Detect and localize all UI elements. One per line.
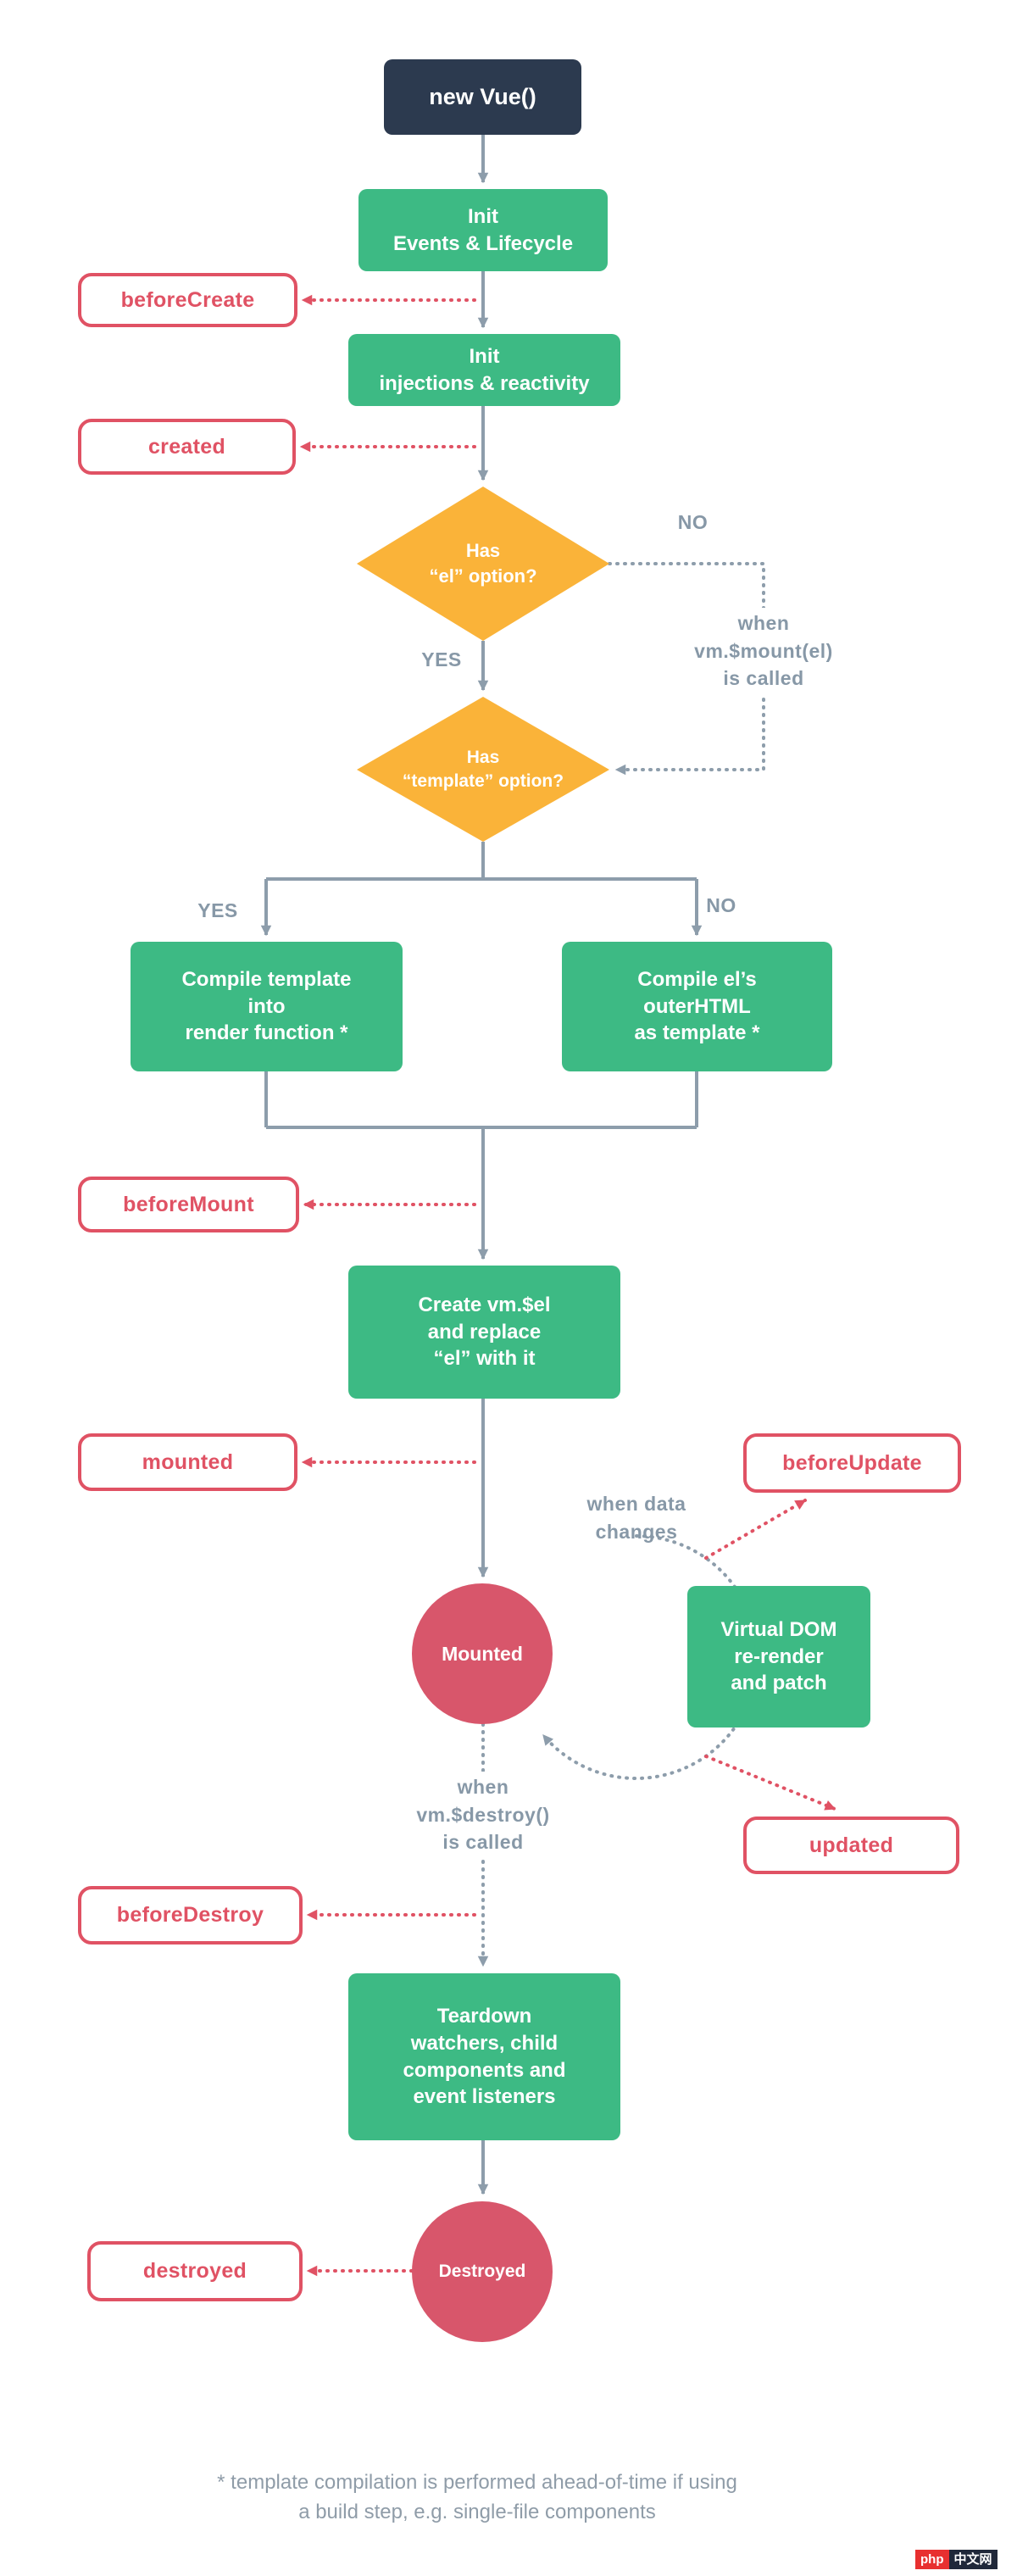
has-el-decision-label: Has “el” option? <box>429 540 537 587</box>
mounted-state-circle: Mounted <box>412 1583 553 1724</box>
yes-template-label: YES <box>197 899 238 921</box>
before-destroy-hook: beforeDestroy <box>78 1886 303 1945</box>
watermark-badge: php 中文网 <box>915 2550 998 2569</box>
when-data-label: when data changes <box>586 1493 686 1543</box>
compile-el-node: Compile el’s outerHTML as template * <box>562 942 832 1071</box>
before-create-hook: beforeCreate <box>78 273 297 327</box>
watermark-right: 中文网 <box>948 2550 998 2569</box>
destroyed-state-circle: Destroyed <box>412 2201 553 2342</box>
has-template-diamond <box>357 697 609 842</box>
destroyed-hook: destroyed <box>87 2241 303 2301</box>
arrow-updated <box>704 1755 836 1811</box>
compile-template-node: Compile template into render function * <box>131 942 403 1071</box>
before-mount-hook: beforeMount <box>78 1177 299 1232</box>
no-el-branch-path <box>608 562 765 776</box>
split-lines <box>266 842 697 881</box>
yes-el-label: YES <box>421 648 462 670</box>
vdom-rerender-node: Virtual DOM re-render and patch <box>687 1586 870 1728</box>
init-injections-node: Init injections & reactivity <box>348 334 620 406</box>
init-events-node: Init Events & Lifecycle <box>358 189 608 271</box>
no-el-label: NO <box>677 511 709 533</box>
before-update-hook: beforeUpdate <box>743 1433 961 1493</box>
mounted-hook: mounted <box>78 1433 297 1491</box>
no-template-label: NO <box>706 894 736 916</box>
has-el-diamond <box>357 487 609 641</box>
merge-lines <box>264 1071 698 1129</box>
new-vue-node: new Vue() <box>384 59 581 135</box>
has-template-decision-label: Has “template” option? <box>402 747 564 791</box>
created-hook: created <box>78 419 296 475</box>
template-compilation-footnote: * template compilation is performed ahea… <box>217 2471 737 2523</box>
create-vm-node: Create vm.$el and replace “el” with it <box>348 1266 620 1399</box>
watermark-left: php <box>915 2550 949 2569</box>
teardown-node: Teardown watchers, child components and … <box>348 1973 620 2140</box>
updated-hook: updated <box>743 1817 959 1874</box>
when-destroy-label: when vm.$destroy() is called <box>398 1772 568 1858</box>
when-mount-label: when vm.$mount(el) is called <box>679 608 848 694</box>
